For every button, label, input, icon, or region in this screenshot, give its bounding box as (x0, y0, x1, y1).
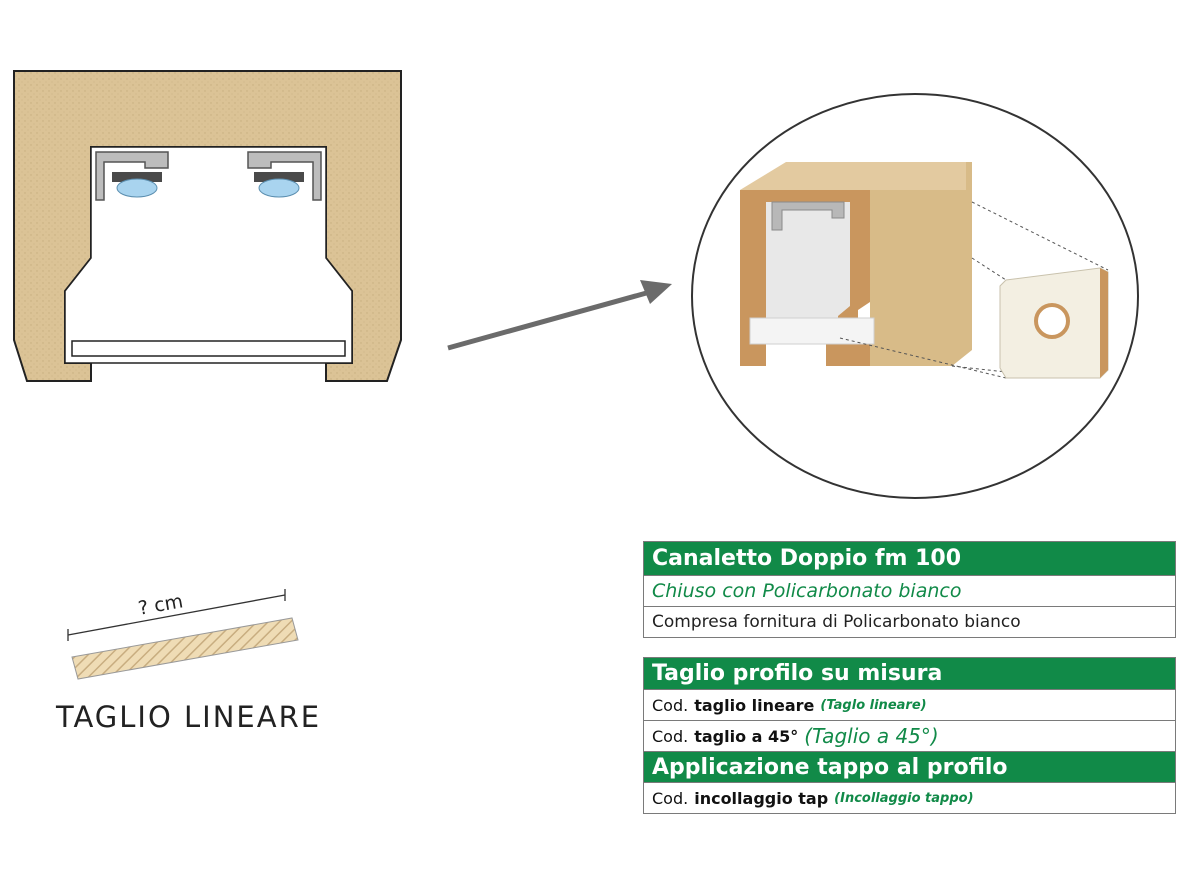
left-led-lens (116, 178, 158, 198)
cut-caption: TAGLIO LINEARE (56, 700, 322, 734)
right-aluminium-rail (247, 151, 322, 201)
profile-cross-section (13, 70, 402, 382)
options-header-cap: Applicazione tappo al profilo (644, 751, 1175, 782)
option-45-cut-code: taglio a 45° (694, 726, 799, 746)
cavity (64, 146, 353, 364)
option-cap-glue-prefix: Cod. (652, 788, 689, 808)
profile-rail (771, 201, 845, 231)
option-linear-cut-note: (Taglo lineare) (820, 697, 927, 713)
right-led-strip (254, 172, 304, 182)
option-45-cut-note: (Taglio a 45°) (804, 724, 939, 748)
dimension-line (67, 594, 286, 636)
cut-strip (71, 617, 299, 680)
profile-top-face (740, 162, 966, 190)
profile-interior (766, 202, 850, 330)
profile-diffuser-front (749, 317, 875, 345)
product-description: Compresa fornitura di Policarbonato bian… (644, 606, 1175, 637)
options-table: Taglio profilo su misura Cod. taglio lin… (643, 657, 1176, 814)
option-cap-glue-note: (Incollaggio tappo) (834, 790, 974, 806)
right-led-lens (258, 178, 300, 198)
arrow-icon (447, 280, 672, 351)
linear-cut-diagram: ? cm (67, 589, 299, 680)
end-cap-edge (1100, 268, 1108, 378)
left-led-strip (112, 172, 162, 182)
product-table: Canaletto Doppio fm 100 Chiuso con Polic… (643, 541, 1176, 638)
option-linear-cut: Cod. taglio lineare (Taglo lineare) (644, 689, 1175, 720)
option-45-cut: Cod. taglio a 45° (Taglio a 45°) (644, 720, 1175, 751)
left-aluminium-rail (95, 151, 169, 201)
option-45-cut-prefix: Cod. (652, 726, 689, 746)
option-linear-cut-code: taglio lineare (694, 695, 815, 715)
product-subtitle: Chiuso con Policarbonato bianco (644, 575, 1175, 606)
product-title: Canaletto Doppio fm 100 (644, 542, 1175, 575)
options-header-cut: Taglio profilo su misura (644, 658, 1175, 689)
end-cap-hole (1034, 303, 1070, 339)
option-cap-glue: Cod. incollaggio tap (Incollaggio tappo) (644, 782, 1175, 813)
profile-3d-detail (691, 93, 1139, 499)
option-linear-cut-prefix: Cod. (652, 695, 689, 715)
polycarbonate-diffuser (71, 340, 346, 357)
profile-side-face (870, 162, 972, 366)
option-cap-glue-code: incollaggio tap (694, 788, 829, 808)
